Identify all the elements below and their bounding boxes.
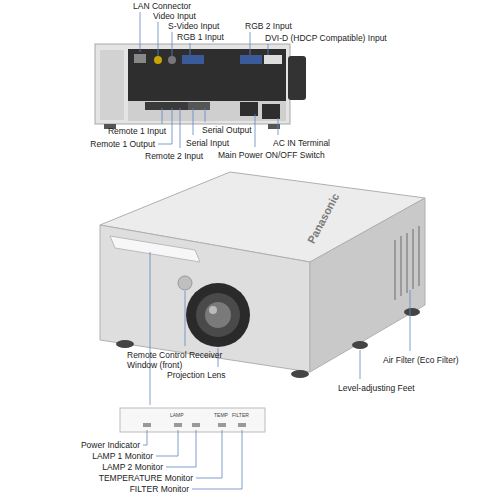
part-label: Remote Control Receiver Window (front)	[127, 350, 237, 370]
part-label: FILTER Monitor	[130, 484, 189, 494]
part-label: S-Video Input	[168, 21, 219, 31]
part-label: Video Input	[153, 11, 196, 21]
part-label: Serial Output	[202, 125, 252, 135]
part-label: Remote 2 Input	[145, 151, 203, 161]
part-label: RGB 2 Input	[245, 21, 292, 31]
part-label: Air Filter (Eco Filter)	[383, 355, 473, 365]
part-label: Serial Input	[186, 138, 229, 148]
part-label: Power Indicator	[81, 440, 140, 450]
part-label: AC IN Terminal	[273, 138, 330, 148]
part-label: FILTER	[232, 412, 249, 418]
part-label: Level-adjusting Feet	[338, 383, 415, 393]
part-label: TEMPERATURE Monitor	[99, 473, 193, 483]
part-label: TEMP	[214, 412, 228, 418]
part-label: Remote 1 Output	[90, 139, 155, 149]
part-label: LAN Connector	[133, 1, 191, 11]
part-label: RGB 1 Input	[177, 32, 224, 42]
part-label: LAMP	[170, 412, 184, 418]
part-label: LAMP 2 Monitor	[102, 462, 163, 472]
part-label: Projection Lens	[167, 370, 226, 380]
part-label: Main Power ON/OFF Switch	[218, 150, 325, 160]
part-label: LAMP 1 Monitor	[92, 451, 153, 461]
part-label: Remote 1 Input	[108, 126, 166, 136]
part-label: DVI-D (HDCP Compatible) Input	[265, 33, 387, 43]
